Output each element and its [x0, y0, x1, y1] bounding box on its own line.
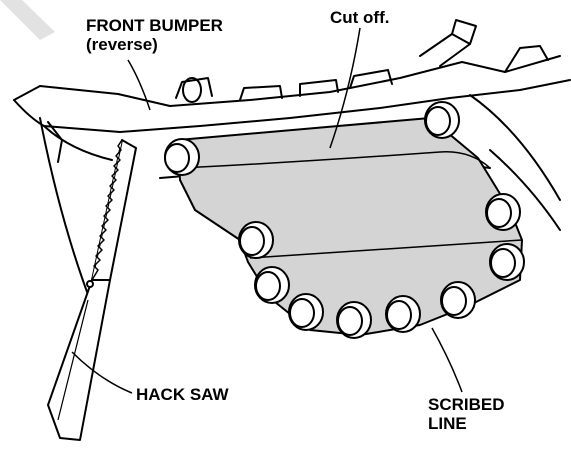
plug-8	[336, 301, 372, 339]
bumper-plugs	[164, 101, 525, 339]
saw-handle-edge	[57, 299, 89, 421]
leader-hack-saw	[71, 351, 133, 394]
plug-1	[164, 138, 200, 176]
scribed-line-label: SCRIBED LINE	[428, 395, 505, 433]
scribed-line-label-line1: SCRIBED	[428, 395, 505, 414]
hack-saw-label: HACK SAW	[136, 385, 229, 404]
front-bumper-label-line2: (reverse)	[86, 35, 158, 54]
plug-5	[489, 243, 525, 281]
leader-lines	[71, 27, 463, 394]
plug-6	[254, 266, 290, 304]
cut-region-inner-line-2	[249, 239, 523, 259]
plug-9	[385, 295, 421, 333]
hack-saw	[47, 139, 137, 441]
leader-cut-off	[329, 27, 361, 149]
front-bumper-label-line1: FRONT BUMPER	[86, 16, 223, 35]
saw-handle	[47, 279, 111, 441]
front-bumper	[13, 19, 571, 301]
plug-4	[238, 221, 274, 259]
plug-7	[288, 293, 324, 331]
saw-rivet	[86, 280, 94, 288]
plug-2	[424, 101, 460, 139]
leader-bumper	[127, 59, 151, 111]
watermark-mark	[0, 0, 55, 40]
scribed-line-label-line2: LINE	[428, 414, 467, 433]
plug-10	[440, 281, 476, 319]
cut-region-inner-line	[181, 151, 491, 169]
cut-off-label: Cut off.	[330, 8, 390, 27]
saw-teeth	[91, 139, 123, 281]
plug-3	[485, 193, 521, 231]
front-bumper-label: FRONT BUMPER (reverse)	[86, 16, 223, 54]
leader-scribed-line	[431, 327, 463, 393]
